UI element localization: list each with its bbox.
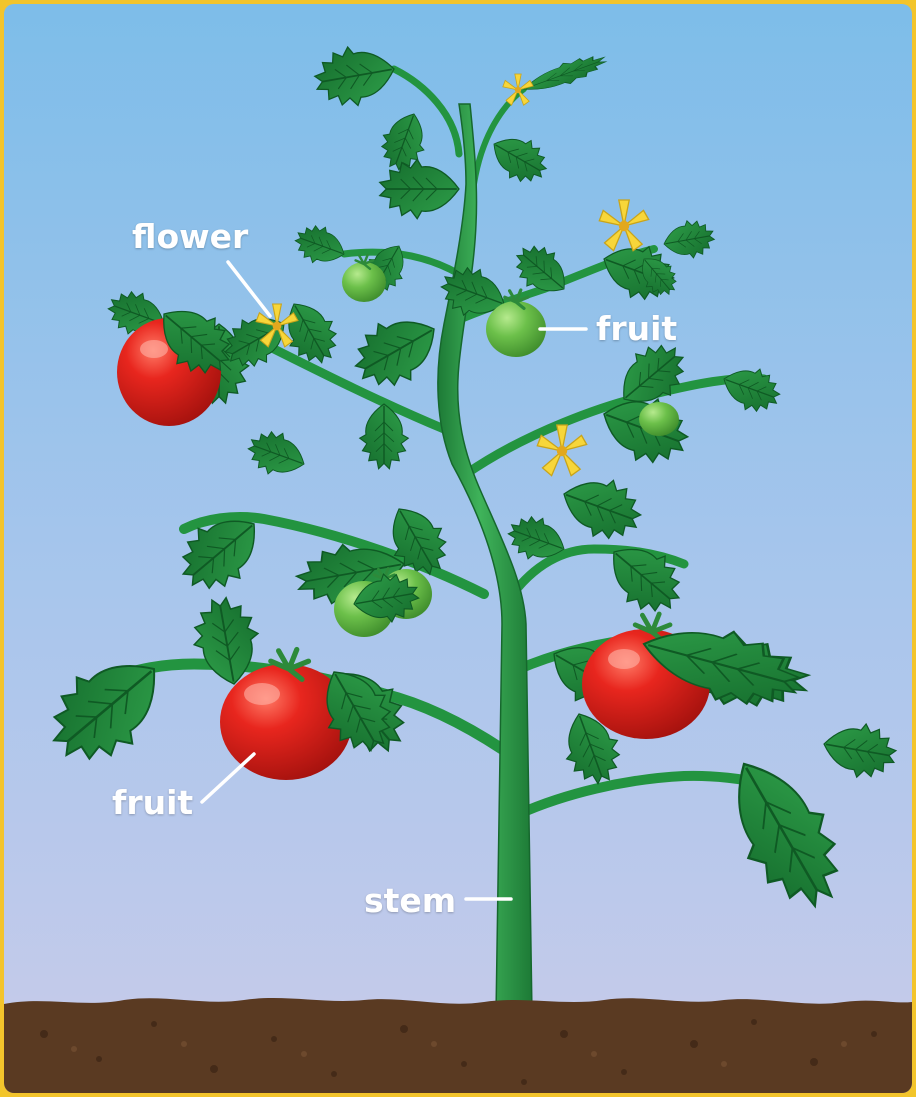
stem-label: stem xyxy=(364,884,456,917)
fruit-lower-label: fruit xyxy=(112,786,193,819)
fruit-upper-label: fruit xyxy=(596,312,677,345)
flower-label: flower xyxy=(132,220,248,253)
soil xyxy=(4,998,912,1093)
sky-background xyxy=(4,4,912,1093)
tomato-plant-illustration xyxy=(4,4,912,1093)
